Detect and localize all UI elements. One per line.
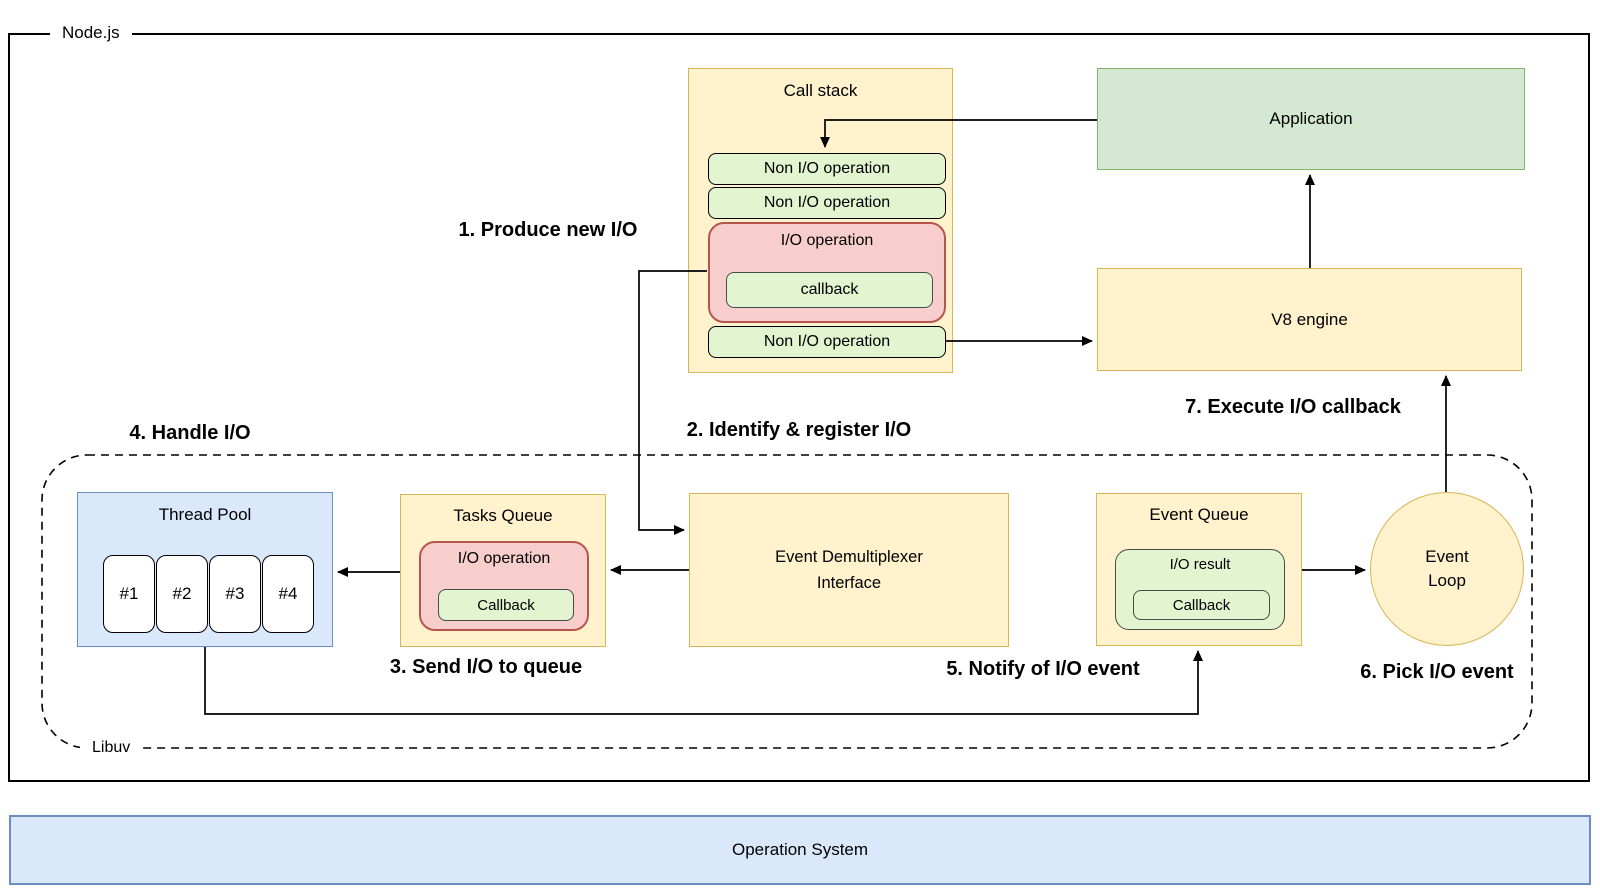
application-box: Application [1097,68,1525,170]
tasks-queue-io-operation-label: I/O operation [457,550,551,567]
thread-pool-box: Thread Pool #1 #2 #3 #4 [77,492,333,647]
call-stack-non-io-bottom: Non I/O operation [708,326,946,358]
event-demultiplexer-line2: Interface [816,574,882,592]
call-stack-title: Call stack [783,81,858,100]
thread-4: #4 [262,555,314,633]
step-6-pick-io-event: 6. Pick I/O event [1360,661,1514,683]
tasks-queue-title: Tasks Queue [453,506,553,525]
event-demultiplexer-line1: Event Demultiplexer [775,548,923,566]
libuv-label: Libuv [80,738,143,758]
event-queue-box: Event Queue I/O result Callback [1096,493,1302,646]
event-loop-line2: Loop [1428,571,1466,590]
step-1-produce-new-io: 1. Produce new I/O [458,219,638,241]
call-stack-io-operation-label: I/O operation [780,232,874,249]
thread-2: #2 [156,555,208,633]
event-queue-callback: Callback [1133,590,1270,620]
step-3-send-io-to-queue: 3. Send I/O to queue [389,656,583,678]
thread-pool-title: Thread Pool [158,505,252,524]
tasks-queue-io-operation: I/O operation Callback [419,541,589,631]
event-queue-title: Event Queue [1149,505,1249,524]
call-stack-non-io-top: Non I/O operation [708,153,946,185]
event-queue-io-result-label: I/O result [1169,556,1231,573]
operation-system-box: Operation System [9,815,1591,885]
event-demultiplexer-box: Event Demultiplexer Interface [689,493,1009,647]
tasks-queue-box: Tasks Queue I/O operation Callback [400,494,606,647]
thread-1: #1 [103,555,155,633]
event-loop-circle: Event Loop [1370,492,1524,646]
event-loop-line1: Event [1425,547,1469,566]
nodejs-label: Node.js [50,23,132,43]
step-4-handle-io: 4. Handle I/O [129,422,251,444]
thread-list: #1 #2 #3 #4 [103,555,314,633]
step-5-notify-of-io-event: 5. Notify of I/O event [946,658,1140,680]
call-stack-box: Call stack Non I/O operation Non I/O ope… [688,68,953,373]
tasks-queue-callback: Callback [438,589,574,621]
event-queue-io-result: I/O result Callback [1115,549,1285,630]
v8-engine-box: V8 engine [1097,268,1522,371]
step-2-identify-register-io: 2. Identify & register I/O [686,419,912,441]
thread-3: #3 [209,555,261,633]
call-stack-callback: callback [726,272,933,308]
nodejs-container [8,33,1590,782]
call-stack-io-operation: I/O operation callback [708,222,946,323]
step-7-execute-io-callback: 7. Execute I/O callback [1185,396,1401,418]
call-stack-non-io-mid: Non I/O operation [708,187,946,219]
